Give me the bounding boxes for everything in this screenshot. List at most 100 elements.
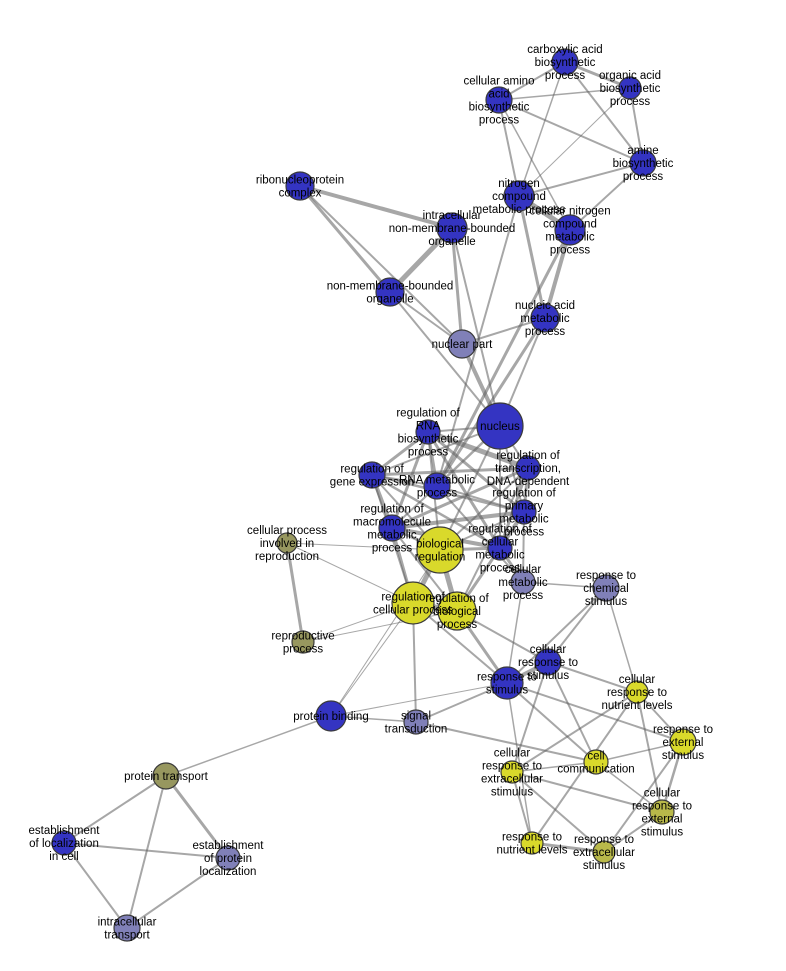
edge-elc-epl [63, 842, 229, 859]
node-cres[interactable] [500, 760, 524, 784]
node-cnc[interactable] [554, 214, 586, 246]
edge-rnp-np [299, 185, 463, 345]
edge-cc-crexs [595, 761, 663, 813]
node-res[interactable] [669, 728, 697, 756]
edge-cres-crexs [511, 771, 663, 813]
node-rge[interactable] [358, 461, 386, 489]
node-rcp[interactable] [391, 581, 435, 625]
node-nam[interactable] [530, 303, 560, 333]
node-am[interactable] [629, 149, 657, 177]
edge-rs-pb [330, 682, 508, 717]
edge-nc-nam [517, 194, 547, 320]
edge-rcs-crs [547, 587, 607, 663]
edge-crnl-cres [511, 691, 638, 773]
edge-pt-epl [164, 774, 230, 860]
edge-ca-am [564, 61, 644, 164]
node-rm[interactable] [423, 472, 451, 500]
node-nu[interactable] [476, 402, 524, 450]
edge-pt-it [126, 775, 167, 929]
node-nmb[interactable] [375, 277, 405, 307]
node-rtd[interactable] [515, 455, 541, 481]
edge-rcs-crnl [605, 587, 638, 693]
edge-rrb-rpm [426, 430, 526, 514]
edge-rcp-cpr [286, 542, 414, 604]
node-inmb[interactable] [436, 212, 468, 244]
edges-layer [63, 60, 685, 929]
edge-oa-aa [498, 87, 631, 101]
node-rrb[interactable] [415, 419, 441, 445]
edge-rtd-rge [370, 466, 530, 477]
node-rbp[interactable] [437, 591, 477, 631]
edge-cres-cc [511, 761, 597, 773]
edge-br-cpr [286, 542, 441, 551]
node-nc[interactable] [503, 180, 535, 212]
edge-rcs-rs [506, 587, 607, 684]
edge-cpr-rp [285, 541, 305, 644]
edge-rcp-pb [330, 602, 414, 717]
edge-inmb-np [450, 226, 464, 346]
node-rmm[interactable] [378, 514, 406, 542]
edge-rm-cm [436, 485, 524, 583]
node-rp[interactable] [291, 630, 315, 654]
nodes-layer [51, 48, 697, 942]
edge-crs-crnl [547, 661, 638, 693]
edge-aa-am [498, 99, 644, 164]
edge-crs-cc [547, 661, 597, 763]
edge-st-cc [415, 721, 597, 763]
node-st[interactable] [403, 709, 429, 735]
edge-cres-rexs [511, 771, 605, 853]
node-rpm[interactable] [511, 499, 537, 525]
edge-rtd-rmm [390, 466, 530, 530]
edge-rrb-rtd [425, 429, 531, 471]
edge-am-nc [518, 162, 644, 197]
edge-rnl-rexs [530, 841, 606, 854]
node-rs[interactable] [490, 666, 524, 700]
node-br[interactable] [416, 526, 464, 574]
edge-rm-rpm [436, 485, 525, 513]
edge-rpm-rmm [390, 510, 526, 530]
edge-rnp-inmb [298, 184, 454, 230]
edge-rnp-nmb [298, 184, 392, 294]
edge-ca-nc [518, 61, 566, 197]
node-rcm[interactable] [487, 535, 513, 561]
edge-nmb-np [389, 291, 463, 345]
node-oa[interactable] [618, 76, 642, 100]
node-crnl[interactable] [625, 680, 649, 704]
edge-nmb-nu [389, 291, 501, 427]
edge-aa-cnc [498, 99, 571, 231]
edge-inmb-nu [451, 227, 501, 427]
node-rexs[interactable] [592, 840, 616, 864]
edge-cm-rcs [522, 581, 607, 589]
node-pt[interactable] [152, 762, 180, 790]
edge-aa-nc [498, 99, 520, 197]
node-aa[interactable] [485, 86, 513, 114]
edge-res-cc [595, 741, 684, 763]
edge-oa-nc [518, 87, 631, 197]
edge-rs-res [506, 682, 684, 743]
node-rnl[interactable] [520, 831, 544, 855]
edge-res-rexs [603, 741, 684, 853]
edge-rbp-rp [302, 610, 458, 643]
edge-rs-rnl [506, 682, 533, 844]
node-elc[interactable] [51, 830, 77, 856]
node-crexs[interactable] [649, 799, 675, 825]
node-it[interactable] [113, 914, 141, 942]
edge-br-pb [330, 549, 441, 717]
node-cc[interactable] [583, 749, 609, 775]
edge-am-cnc [569, 162, 644, 231]
edge-rs-cc [506, 682, 597, 763]
node-pb[interactable] [315, 700, 347, 732]
node-cpr[interactable] [276, 532, 298, 554]
node-epl[interactable] [215, 845, 241, 871]
node-rcs[interactable] [592, 574, 620, 602]
node-rnp[interactable] [285, 171, 315, 201]
node-cm[interactable] [510, 569, 536, 595]
node-ca[interactable] [551, 48, 579, 76]
node-np[interactable] [447, 329, 477, 359]
edge-crnl-rnl [531, 691, 638, 844]
node-crs[interactable] [534, 648, 562, 676]
edge-rrb-rmm [390, 430, 430, 530]
